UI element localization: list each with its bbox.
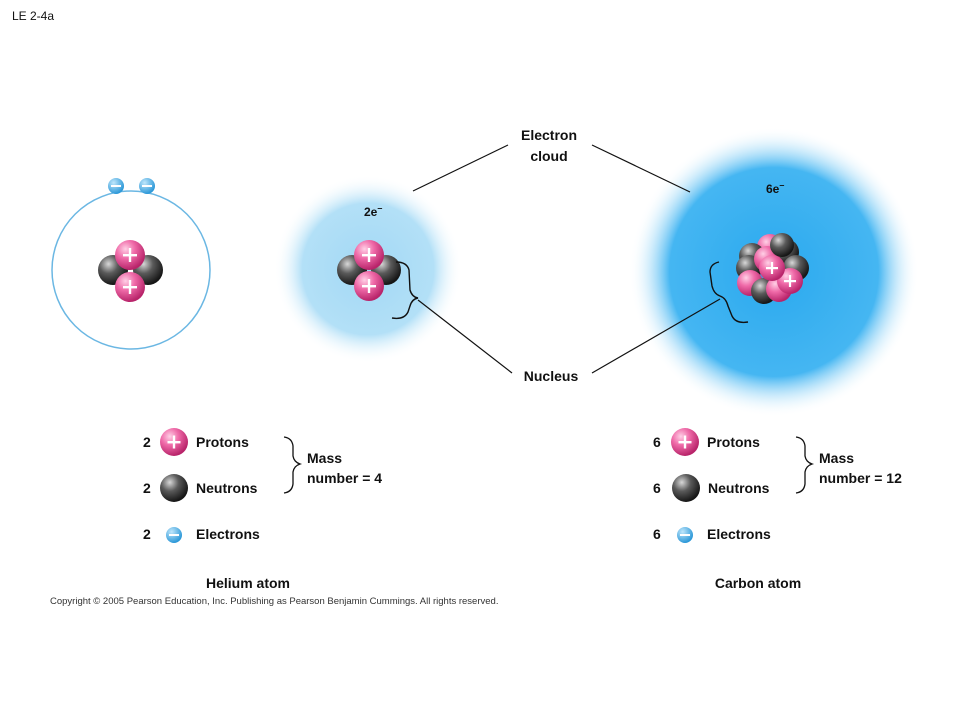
carbon-electron-count: 6 (653, 526, 661, 542)
electron-cloud-leader-helium (412, 144, 509, 192)
nucleus-label: Nucleus (524, 368, 579, 384)
neutron (770, 233, 794, 257)
helium-orbit-model (51, 178, 211, 350)
carbon-nucleus-brace (709, 261, 749, 324)
electron-icon (677, 527, 693, 543)
carbon-legend: 6 Protons 6 Neutrons 6 Electrons Mass nu… (653, 428, 902, 591)
proton (777, 268, 803, 294)
carbon-cloud-electron-label: 6e– (766, 180, 784, 196)
electron-cloud-label-line2: cloud (530, 148, 567, 164)
carbon-atom-title: Carbon atom (715, 575, 801, 591)
electron-cloud-leader-carbon (591, 144, 691, 193)
helium-proton-label: Protons (196, 434, 249, 450)
nucleus-leader-helium (417, 299, 513, 374)
proton (354, 271, 384, 301)
nucleus-leader-carbon (591, 298, 721, 374)
helium-cloud-model: 2e– (274, 175, 462, 363)
carbon-proton-label: Protons (707, 434, 760, 450)
figure-label: LE 2-4a (12, 9, 54, 23)
orbit-electron (139, 178, 155, 194)
carbon-mass-brace (795, 436, 815, 494)
helium-mass-line1: Mass (307, 450, 342, 466)
helium-cloud-electron-label: 2e– (364, 203, 382, 219)
helium-neutron-label: Neutrons (196, 480, 258, 496)
proton (759, 255, 785, 281)
carbon-nucleus (736, 233, 809, 304)
carbon-proton-count: 6 (653, 434, 661, 450)
electron-orbit (51, 190, 211, 350)
carbon-neutron-count: 6 (653, 480, 661, 496)
carbon-electron-label: Electrons (707, 526, 771, 542)
copyright-notice: Copyright © 2005 Pearson Education, Inc.… (50, 596, 498, 607)
neutron-icon (672, 474, 700, 502)
proton (354, 240, 384, 270)
helium-proton-count: 2 (143, 434, 151, 450)
carbon-mass-line1: Mass (819, 450, 854, 466)
proton-icon (671, 428, 699, 456)
neutron-icon (160, 474, 188, 502)
proton (115, 272, 145, 302)
helium-electron-count: 2 (143, 526, 151, 542)
helium-neutron-count: 2 (143, 480, 151, 496)
electron-icon (166, 527, 182, 543)
helium-nucleus-brace (391, 261, 419, 320)
carbon-neutron-label: Neutrons (708, 480, 770, 496)
helium-electron-label: Electrons (196, 526, 260, 542)
proton (115, 240, 145, 270)
carbon-cloud-model: 6e– (629, 127, 919, 417)
carbon-mass-line2: number = 12 (819, 470, 902, 486)
electron-cloud-label-line1: Electron (521, 127, 577, 143)
helium-mass-brace (283, 436, 303, 494)
helium-legend: 2 Protons 2 Neutrons 2 Electrons Mass nu… (143, 428, 382, 591)
helium-atom-title: Helium atom (206, 575, 290, 591)
orbit-electron (108, 178, 124, 194)
proton-icon (160, 428, 188, 456)
helium-mass-line2: number = 4 (307, 470, 382, 486)
